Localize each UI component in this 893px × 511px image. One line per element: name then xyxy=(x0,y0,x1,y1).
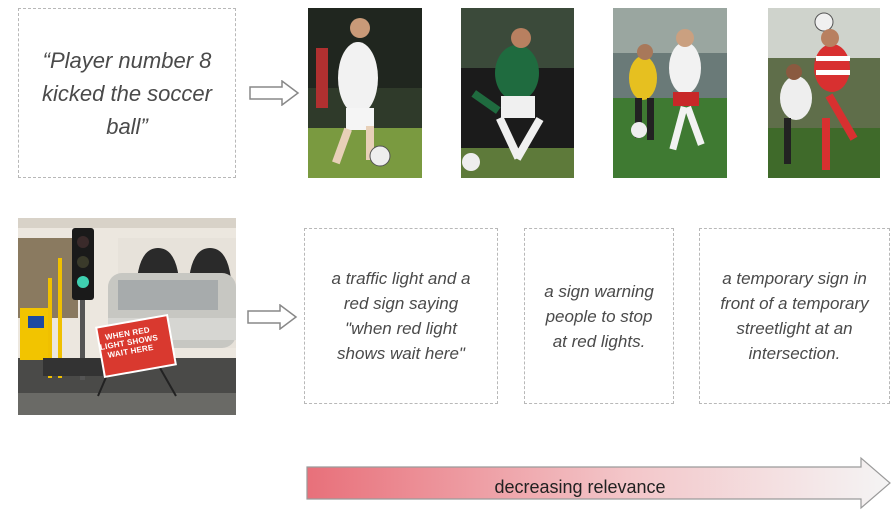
soccer-image-4 xyxy=(768,8,880,178)
right-arrow-icon xyxy=(247,304,298,330)
caption-text-2: a sign warning people to stop at red lig… xyxy=(544,281,654,351)
soccer-image-2 xyxy=(461,8,574,178)
soccer-image-1 xyxy=(308,8,422,178)
caption-box-2: a sign warning people to stop at red lig… xyxy=(524,228,674,404)
right-arrow-icon xyxy=(249,80,300,106)
caption-text-3: a temporary sign in front of a temporary… xyxy=(720,269,869,363)
caption-box-3: a temporary sign in front of a temporary… xyxy=(699,228,890,404)
traffic-light-image: WHEN RED LIGHT SHOWS WAIT HERE xyxy=(18,218,236,415)
relevance-label: decreasing relevance xyxy=(494,477,666,497)
soccer-image-3 xyxy=(613,8,727,178)
query-text-box: “Player number 8 kicked the soccer ball” xyxy=(18,8,236,178)
relevance-gradient-arrow xyxy=(306,456,891,510)
caption-box-1: a traffic light and a red sign saying "w… xyxy=(304,228,498,404)
caption-text-1: a traffic light and a red sign saying "w… xyxy=(331,269,471,363)
query-text: “Player number 8 kicked the soccer ball” xyxy=(42,47,212,139)
